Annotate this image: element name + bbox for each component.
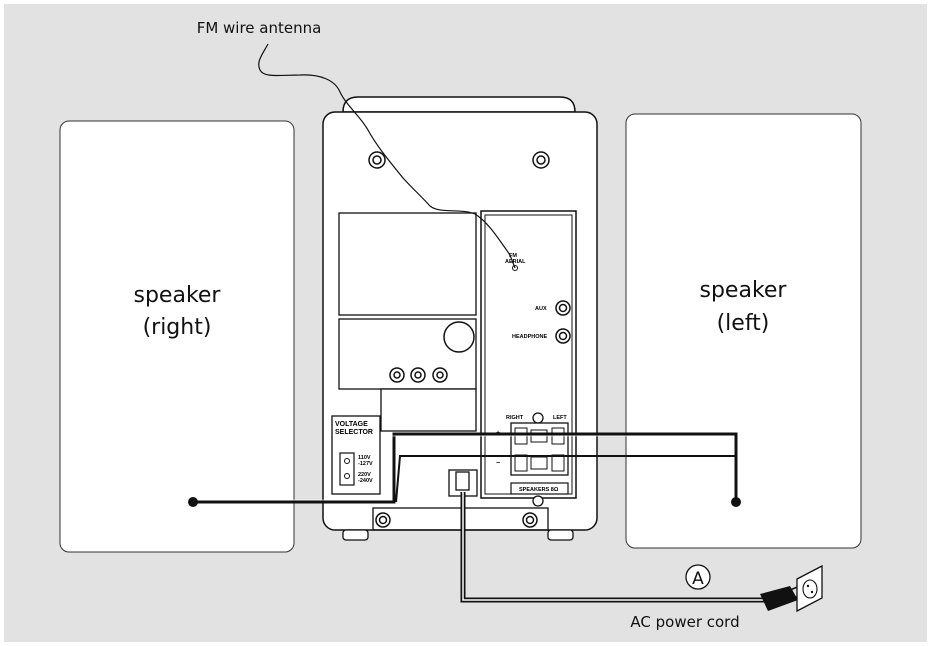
v220-label: 220V (358, 472, 371, 478)
marker-a-circle (685, 564, 711, 590)
fm-aerial-label-2: AERIAL (505, 259, 526, 265)
power-plug (760, 586, 798, 611)
voltage-label-2: SELECTOR (335, 429, 373, 436)
speaker-left-jack-dot (731, 497, 741, 507)
speakers-ohm-label: SPEAKERS 8Ω (519, 487, 559, 493)
aux-label: AUX (535, 306, 547, 312)
speaker-cables (188, 432, 741, 507)
speaker-right-jack-dot (188, 497, 198, 507)
v127-label: -127V (358, 461, 373, 467)
fm-aerial-label-1: FM (509, 253, 517, 259)
v110-label: 110V (358, 455, 371, 461)
speaker-right-label-line2: (right) (143, 315, 212, 340)
v240-label: -240V (358, 478, 373, 484)
headphone-label: HEADPHONE (512, 334, 547, 340)
wall-outlet (796, 564, 823, 613)
minus-label: − (496, 460, 500, 467)
speaker-right: speaker (right) (59, 120, 295, 553)
fm-antenna-wire (258, 43, 516, 269)
voltage-label-1: VOLTAGE (335, 421, 368, 428)
right-terminal-label: RIGHT (506, 415, 524, 421)
marker-a-label: A (692, 569, 704, 589)
ac-power-cord-label: AC power cord (630, 613, 739, 631)
speaker-left-label-line1: speaker (700, 278, 788, 303)
speaker-left: speaker (left) (625, 113, 862, 549)
speaker-left-label-line2: (left) (717, 311, 770, 336)
left-terminal-label: LEFT (553, 415, 567, 421)
fm-antenna-label: FM wire antenna (197, 19, 322, 37)
main-unit-rear (322, 96, 598, 541)
ac-power-cord: A AC power cord (460, 492, 823, 631)
speaker-right-label-line1: speaker (134, 283, 222, 308)
unit-panel-labels: FM AERIAL AUX HEADPHONE RIGHT LEFT + − S… (335, 253, 567, 493)
